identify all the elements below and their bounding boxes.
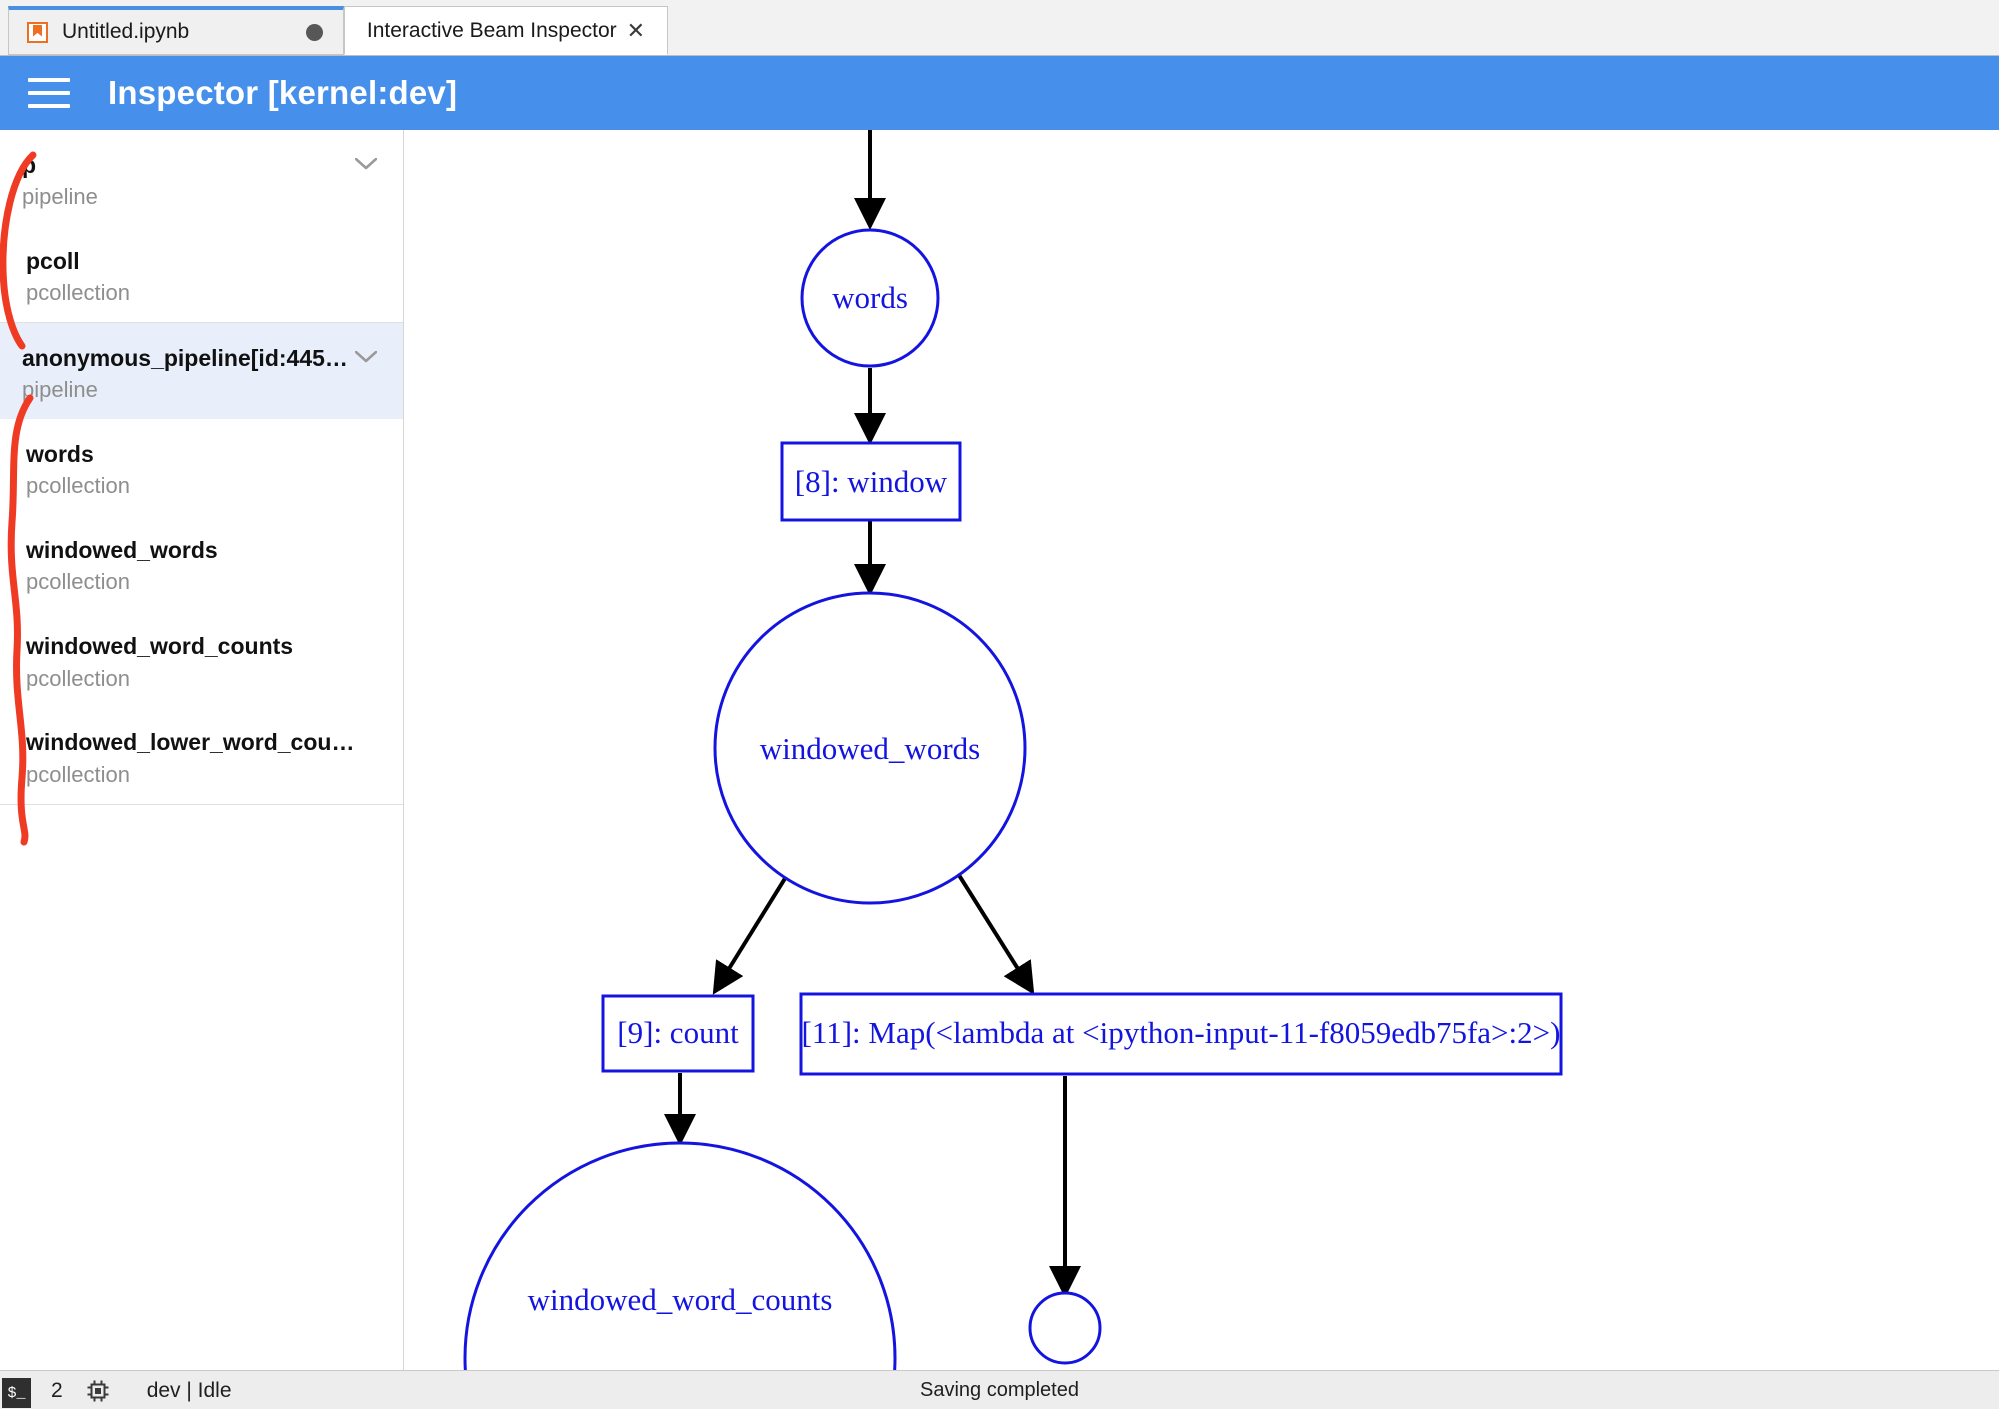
- graph-node-windowed-word-counts[interactable]: windowed_word_counts: [463, 1141, 897, 1370]
- sidebar-item-type: pcollection: [26, 569, 130, 595]
- hamburger-icon[interactable]: [28, 78, 70, 108]
- sidebar-group-p: p pipeline pcoll pcollection: [0, 130, 403, 324]
- sidebar-item-anonymous-pipeline[interactable]: anonymous_pipeline[id:44516… pipeline: [0, 323, 403, 420]
- status-bar: Saving completed $_ 2 dev | Idle: [0, 1370, 1999, 1409]
- status-message-wrap: Saving completed: [0, 1371, 1999, 1410]
- sidebar-item-words[interactable]: words pcollection: [0, 419, 403, 515]
- terminal-count: 2: [51, 1378, 63, 1402]
- status-message: Saving completed: [920, 1379, 1079, 1401]
- tab-label: Interactive Beam Inspector: [366, 18, 617, 42]
- tab-bar: Untitled.ipynb Interactive Beam Inspecto…: [0, 0, 1999, 56]
- sidebar-item-windowed-lower-word-counts[interactable]: windowed_lower_word_counts pcollection: [0, 707, 403, 803]
- chevron-down-icon[interactable]: [355, 351, 377, 363]
- graph-node-label: words: [832, 280, 908, 315]
- graph-node-count[interactable]: [9]: count: [601, 994, 755, 1073]
- graph-node-window[interactable]: [8]: window: [780, 441, 962, 522]
- tab-untitled-ipynb[interactable]: Untitled.ipynb: [8, 6, 344, 55]
- sidebar-item-label: windowed_lower_word_counts: [26, 729, 359, 756]
- status-left-group: $_ 2 dev | Idle: [0, 1371, 232, 1410]
- pipeline-graph-canvas[interactable]: words [8]: window windowed_words [9]: co…: [405, 130, 1999, 1370]
- sidebar-item-type: pcollection: [26, 473, 130, 499]
- sidebar-item-windowed-word-counts[interactable]: windowed_word_counts pcollection: [0, 611, 403, 707]
- app-header: Inspector [kernel:dev]: [0, 56, 1999, 130]
- sidebar-item-label: anonymous_pipeline[id:44516…: [22, 345, 359, 372]
- graph-node-words[interactable]: words: [800, 228, 940, 368]
- tab-label: Untitled.ipynb: [62, 20, 190, 43]
- sidebar-item-label: words: [26, 441, 94, 468]
- graph-node-map[interactable]: [11]: Map(<lambda at <ipython-input-11-f…: [799, 992, 1563, 1076]
- sidebar-item-pcoll[interactable]: pcoll pcollection: [0, 226, 403, 322]
- tab-interactive-beam-inspector[interactable]: Interactive Beam Inspector ✕: [344, 6, 668, 55]
- sidebar-item-label: p: [22, 152, 37, 178]
- graph-node-windowed-words[interactable]: windowed_words: [713, 591, 1027, 905]
- graph-node-label: [11]: Map(<lambda at <ipython-input-11-f…: [802, 1015, 1561, 1050]
- sidebar-item-type: pcollection: [26, 665, 130, 691]
- terminal-icon[interactable]: $_: [2, 1378, 31, 1408]
- sidebar-group-anonymous-pipeline: anonymous_pipeline[id:44516… pipeline wo…: [0, 323, 403, 805]
- graph-node-label: [8]: window: [795, 464, 948, 499]
- sidebar-item-type: pipeline: [22, 184, 98, 210]
- sidebar[interactable]: p pipeline pcoll pcollection anonymous_p…: [0, 130, 404, 1370]
- sidebar-item-label: pcoll: [26, 248, 80, 275]
- edge-windowedwords-to-map: [955, 870, 1035, 995]
- notebook-icon: [27, 21, 48, 43]
- kernel-status[interactable]: dev | Idle: [146, 1378, 232, 1402]
- chip-icon[interactable]: [85, 1378, 111, 1404]
- page-title: Inspector [kernel:dev]: [108, 74, 458, 111]
- sidebar-item-label: windowed_words: [26, 537, 218, 564]
- unsaved-indicator-dot[interactable]: [306, 23, 323, 41]
- graph-node-lower-word-counts[interactable]: [1028, 1291, 1102, 1365]
- edge-windowedwords-to-count: [712, 870, 791, 995]
- sidebar-item-type: pipeline: [22, 377, 98, 403]
- graph-node-label: windowed_word_counts: [528, 1282, 833, 1317]
- graph-edges: [664, 130, 1081, 1298]
- sidebar-item-windowed-words[interactable]: windowed_words pcollection: [0, 515, 403, 611]
- close-icon[interactable]: ✕: [626, 17, 646, 43]
- graph-node-label: [9]: count: [617, 1015, 739, 1050]
- sidebar-item-p[interactable]: p pipeline: [0, 130, 403, 226]
- sidebar-item-label: windowed_word_counts: [26, 633, 294, 660]
- sidebar-item-type: pcollection: [26, 280, 130, 306]
- sidebar-item-type: pcollection: [26, 761, 130, 787]
- graph-node-label: windowed_words: [760, 731, 980, 766]
- chevron-down-icon[interactable]: [355, 158, 377, 170]
